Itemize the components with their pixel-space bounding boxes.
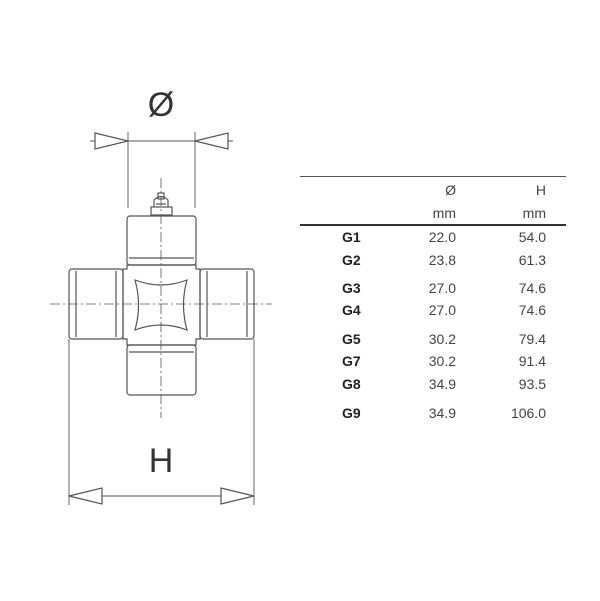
- row-height: 106.0: [510, 405, 546, 421]
- row-code: G9: [342, 405, 361, 421]
- grease-nipple: [150, 192, 173, 216]
- diameter-label: Ø: [148, 86, 174, 124]
- row-diameter: 22.0: [428, 229, 456, 245]
- row-diameter: 34.9: [428, 405, 456, 421]
- header-diameter-unit: mm: [432, 205, 456, 221]
- row-code: G1: [342, 229, 361, 245]
- bottom-cap: [126, 344, 197, 396]
- row-diameter: 30.2: [428, 353, 456, 369]
- row-height: 74.6: [518, 280, 546, 296]
- row-diameter: 27.0: [428, 302, 456, 318]
- row-diameter: 27.0: [428, 280, 456, 296]
- header-height-unit: mm: [522, 205, 546, 221]
- height-dimension: [68, 339, 255, 505]
- row-code: G2: [342, 252, 361, 268]
- row-height: 54.0: [518, 229, 546, 245]
- row-code: G8: [342, 376, 361, 392]
- cross-body: [122, 264, 201, 346]
- row-code: G4: [342, 302, 361, 318]
- row-height: 61.3: [518, 252, 546, 268]
- row-diameter: 34.9: [428, 376, 456, 392]
- row-diameter: 23.8: [428, 252, 456, 268]
- center-lines: [50, 178, 272, 418]
- row-code: G7: [342, 353, 361, 369]
- row-diameter: 30.2: [428, 331, 456, 347]
- header-diameter: Ø: [445, 182, 456, 198]
- row-height: 79.4: [518, 331, 546, 347]
- top-cap: [126, 215, 197, 266]
- table-header-rule: [300, 224, 566, 226]
- row-code: G5: [342, 331, 361, 347]
- row-height: 93.5: [518, 376, 546, 392]
- diameter-dimension: [90, 132, 233, 208]
- height-label: H: [149, 442, 174, 480]
- row-height: 74.6: [518, 302, 546, 318]
- header-height: H: [535, 182, 546, 198]
- row-height: 91.4: [518, 353, 546, 369]
- table-top-rule: [300, 176, 566, 177]
- row-code: G3: [342, 280, 361, 296]
